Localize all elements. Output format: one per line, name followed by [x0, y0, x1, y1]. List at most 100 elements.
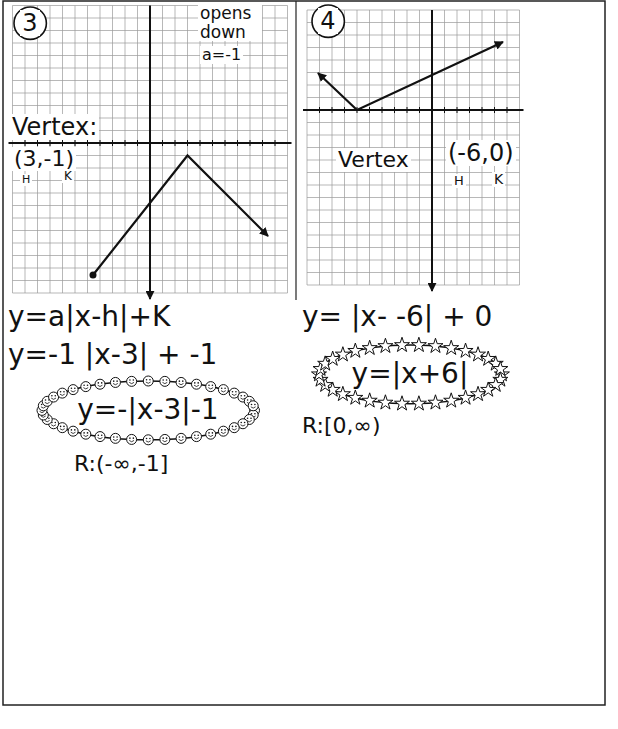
star	[394, 395, 409, 409]
axis-tick	[87, 140, 88, 146]
endpoint-dot	[90, 272, 97, 279]
answer-equation: y=|x+6|	[350, 359, 471, 390]
axis-tick	[237, 140, 238, 146]
answer-ellipse: y=|x+6|	[316, 342, 505, 407]
smiley-face	[248, 400, 258, 410]
coordinate-grid	[303, 10, 524, 291]
smiley-face	[229, 422, 239, 432]
smiley-face	[110, 377, 120, 387]
grid-line	[307, 210, 520, 211]
problem-number: 3	[20, 10, 39, 36]
handwritten-label: (3,-1)	[12, 147, 76, 171]
smiley-face	[218, 426, 228, 436]
problem-number-circle: 3	[11, 4, 49, 42]
answer-ellipse: y=-|x-3|-1	[39, 378, 258, 443]
handwritten-label: a=-1	[200, 46, 243, 64]
axis-tick	[369, 107, 370, 113]
smiley-face	[110, 433, 120, 443]
axis-tick	[382, 107, 383, 113]
grid-line	[262, 6, 263, 294]
axis-tick	[319, 107, 320, 113]
smiley-face	[160, 376, 170, 386]
axis-tick	[507, 107, 508, 113]
smiley-border	[37, 376, 260, 445]
problem-number-circle: 4	[309, 2, 347, 40]
grid-line	[100, 6, 101, 294]
grid-line	[307, 122, 520, 123]
smiley-face	[68, 384, 78, 394]
axis-tick	[407, 107, 408, 113]
grid-line	[307, 260, 520, 261]
axis-tick	[100, 140, 101, 146]
axis-tick	[75, 140, 76, 146]
axis-tick	[457, 107, 458, 113]
axis-tick	[112, 140, 113, 146]
axis-tick	[37, 140, 38, 146]
axis-tick	[62, 140, 63, 146]
axis-tick	[250, 140, 251, 146]
star	[428, 338, 443, 352]
axis-tick	[419, 107, 420, 113]
handwritten-label: (-6,0)	[446, 140, 516, 166]
axis-tick	[162, 140, 163, 146]
star	[362, 340, 377, 354]
axis-tick	[200, 140, 201, 146]
grid-line	[307, 97, 520, 98]
axis-tick	[494, 107, 495, 113]
grid-line	[307, 235, 520, 236]
grid-line	[307, 272, 520, 273]
grid-line	[307, 60, 520, 61]
axis-tick	[137, 140, 138, 146]
axis-tick	[469, 107, 470, 113]
star	[443, 392, 458, 406]
grid-line	[307, 35, 520, 36]
grid-line	[307, 72, 520, 73]
answer-equation: y=-|x-3|-1	[75, 395, 220, 426]
handwritten-label: R:[0,∞)	[300, 414, 383, 438]
smiley-face	[143, 434, 153, 444]
problem-number: 4	[318, 8, 337, 34]
smiley-face	[191, 431, 201, 441]
grid-line	[287, 6, 288, 294]
axis-tick	[225, 140, 226, 146]
star-border	[311, 337, 509, 410]
handwritten-label: opens down	[198, 4, 262, 41]
smiley-face	[81, 381, 91, 391]
smiley-face	[81, 429, 91, 439]
grid-line	[307, 185, 520, 186]
smiley-face	[95, 431, 105, 441]
smiley-face	[191, 379, 201, 389]
star	[470, 386, 485, 400]
star	[428, 394, 443, 408]
grid-line	[307, 135, 520, 136]
star	[347, 343, 362, 357]
axis-tick	[125, 140, 126, 146]
handwritten-label: Vertex	[336, 148, 411, 172]
handwritten-label: Vertex:	[10, 114, 99, 140]
grid-line	[307, 247, 520, 248]
smiley-face	[176, 377, 186, 387]
smiley-face	[160, 434, 170, 444]
axis-tick	[212, 140, 213, 146]
outline	[42, 381, 255, 440]
handwritten-label: K	[62, 170, 74, 183]
y-axis	[149, 6, 151, 300]
axis-tick	[275, 140, 276, 146]
smiley-face	[57, 388, 67, 398]
grid-line	[162, 6, 163, 294]
outline	[319, 345, 502, 404]
star	[394, 337, 409, 351]
handwritten-label: K	[492, 172, 505, 187]
star	[362, 392, 377, 406]
smiley-face	[205, 381, 215, 391]
axis-tick	[175, 140, 176, 146]
grid-line	[187, 6, 188, 294]
star	[377, 338, 392, 352]
handwritten-label: y=-1 |x-3| + -1	[6, 340, 219, 371]
axis-tick	[262, 140, 263, 146]
star	[411, 337, 426, 351]
grid-line	[137, 6, 138, 294]
smiley-face	[68, 426, 78, 436]
grid-line	[250, 6, 251, 294]
